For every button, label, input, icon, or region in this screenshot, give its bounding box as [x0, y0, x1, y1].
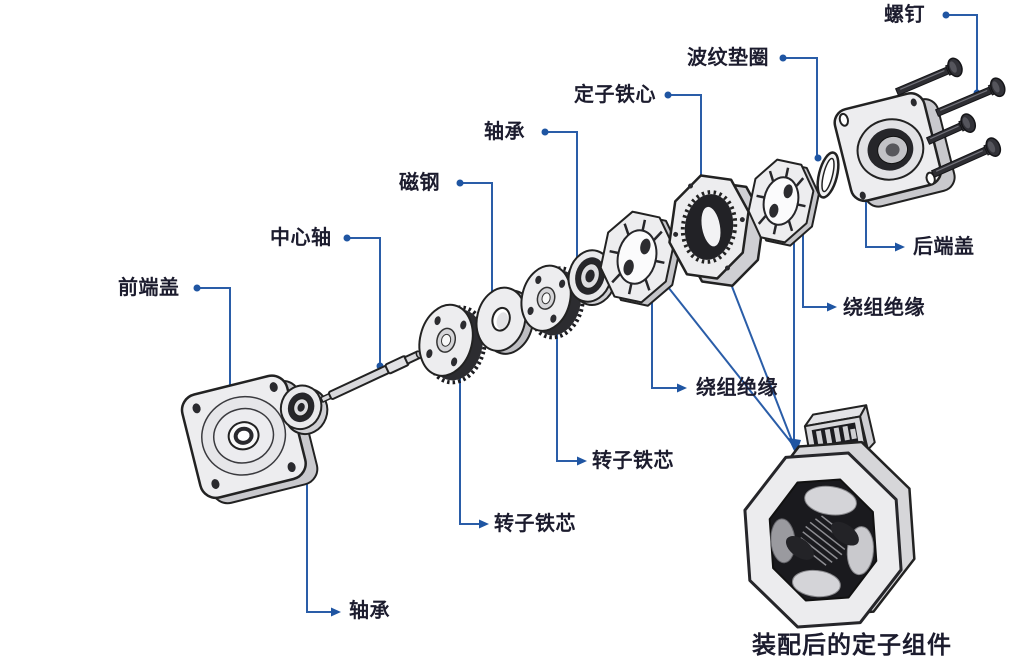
leader-bearing-top — [541, 128, 581, 266]
leader-front-end-cover — [193, 284, 235, 401]
screw-icon — [925, 113, 977, 145]
leader-magnet — [456, 179, 496, 306]
leader-screws — [942, 11, 981, 97]
winding-insulation-middle-part — [599, 210, 681, 307]
screws-part — [894, 57, 1006, 178]
label-wave-washer: 波纹垫圈 — [687, 47, 769, 69]
wave-washer-part — [816, 151, 840, 199]
label-stator-core: 定子铁心 — [574, 84, 656, 106]
rotor-core-lower-part — [418, 303, 487, 385]
leader-rotor-core-lower — [456, 362, 489, 529]
center-shaft-part — [320, 350, 423, 403]
winding-insulation-right-part — [747, 158, 820, 247]
label-rotor-core-upper: 转子铁芯 — [592, 450, 674, 472]
label-center-shaft: 中心轴 — [270, 227, 332, 249]
screw-icon — [894, 57, 963, 96]
bearing-front-part — [279, 384, 329, 436]
label-winding-insulation-middle: 绕组绝缘 — [696, 377, 778, 399]
leader-assembled-stator-convergent — [667, 240, 801, 455]
screw-icon — [934, 77, 1006, 117]
leader-wave-washer — [779, 54, 822, 162]
label-magnet: 磁钢 — [399, 172, 440, 194]
label-bearing-top: 轴承 — [484, 121, 525, 143]
rotor-core-upper-part — [520, 264, 585, 340]
leader-center-shaft — [343, 234, 384, 370]
label-assembled-stator-caption: 装配后的定子组件 — [752, 632, 952, 659]
label-rotor-core-lower: 转子铁芯 — [494, 513, 576, 535]
label-winding-insulation-right: 绕组绝缘 — [843, 297, 925, 319]
rear-end-cover-part — [833, 92, 956, 208]
screw-icon — [930, 137, 1002, 178]
label-screws: 螺钉 — [884, 4, 925, 26]
stator-core-part — [668, 174, 765, 287]
label-rear-end-cover: 后端盖 — [913, 236, 975, 258]
leader-stator-core — [664, 91, 705, 186]
assembled-stator-part — [743, 404, 916, 629]
label-front-end-cover: 前端盖 — [118, 277, 180, 299]
label-bearing-bottom: 轴承 — [349, 600, 390, 622]
leader-rotor-core-upper — [553, 317, 587, 466]
